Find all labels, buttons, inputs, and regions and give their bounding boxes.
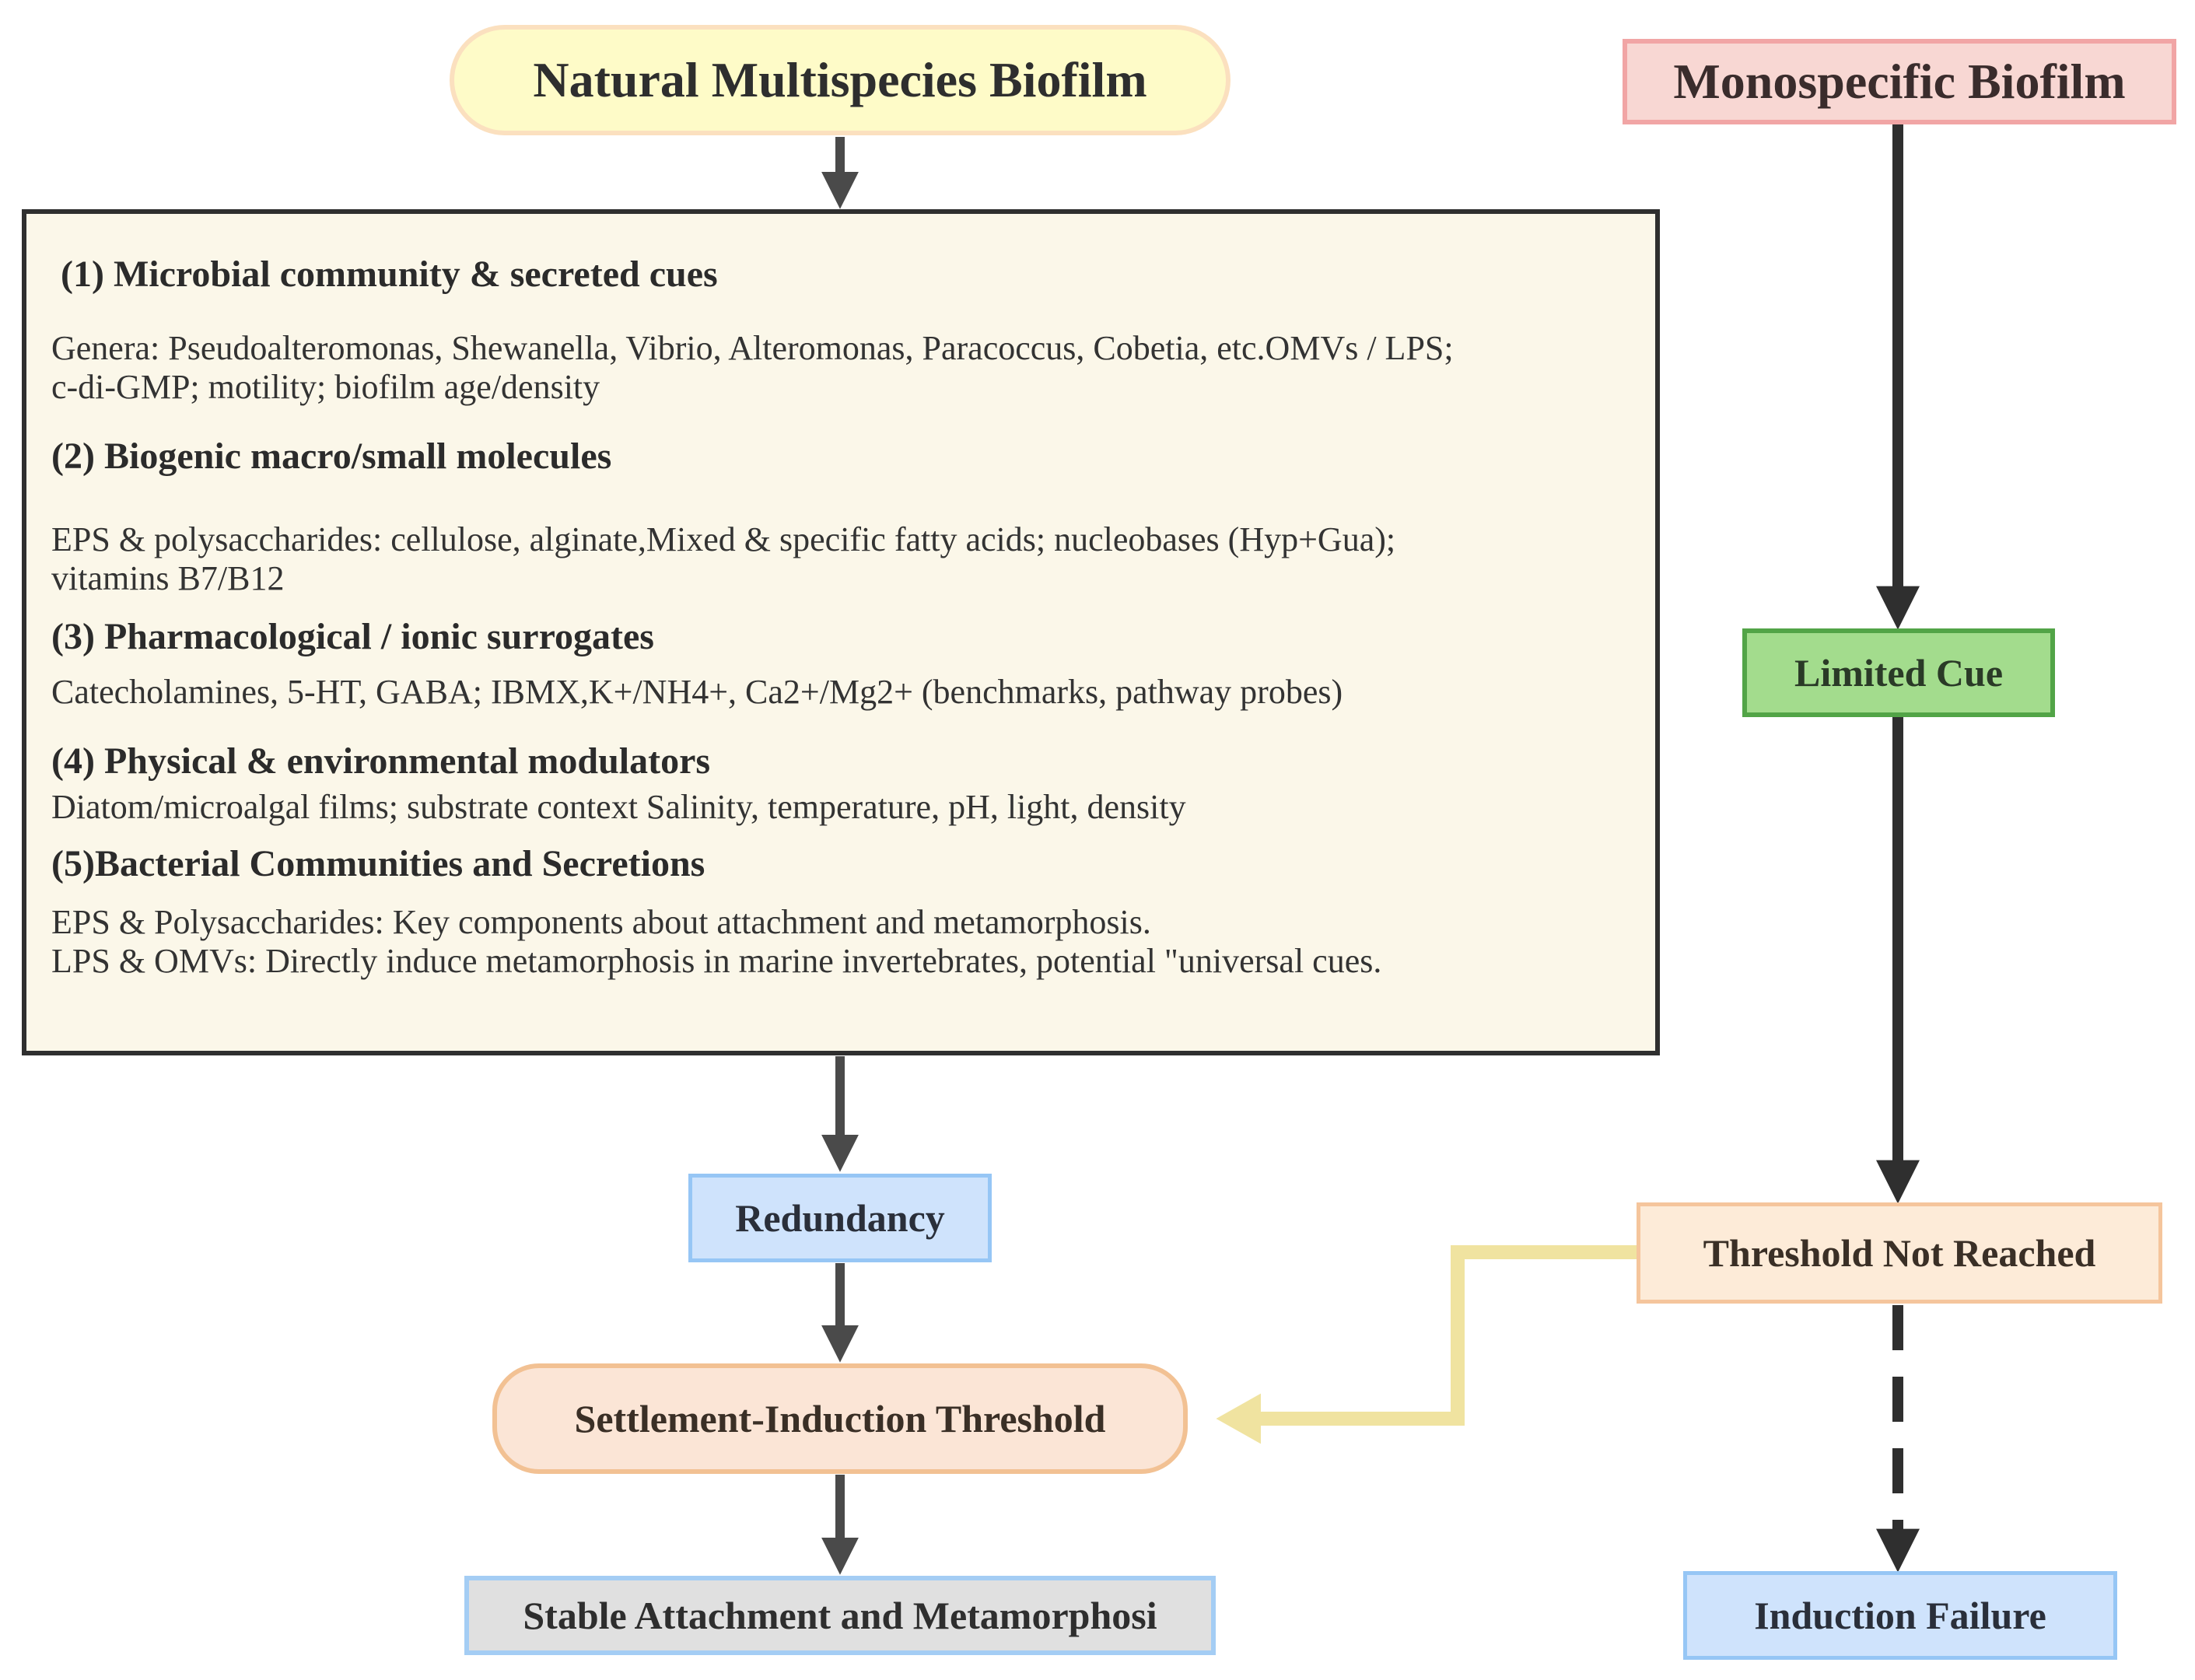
section-3-line-1: Catecholamines, 5-HT, GABA; IBMX,K+/NH4+… xyxy=(51,673,1343,711)
section-3-body: Catecholamines, 5-HT, GABA; IBMX,K+/NH4+… xyxy=(51,673,1343,712)
arrow-threshold-not-to-settlement-feedback xyxy=(1216,1245,1637,1444)
induction-failure-label: Induction Failure xyxy=(1754,1594,2046,1637)
section-5-heading: (5)Bacterial Communities and Secretions xyxy=(51,843,705,884)
threshold-not-reached-label: Threshold Not Reached xyxy=(1703,1231,2096,1275)
stable-attachment-node: Stable Attachment and Metamorphosi xyxy=(464,1576,1216,1655)
section-4-body: Diatom/microalgal films; substrate conte… xyxy=(51,788,1186,827)
limited-cue-label: Limited Cue xyxy=(1794,651,2004,695)
section-2-heading: (2) Biogenic macro/small molecules xyxy=(51,436,612,477)
section-1-heading: (1) Microbial community & secreted cues xyxy=(61,254,718,295)
natural-multispecies-biofilm-node: Natural Multispecies Biofilm xyxy=(450,25,1231,135)
section-2-line-1: EPS & polysaccharides: cellulose, algina… xyxy=(51,520,1396,558)
section-5-line-2: LPS & OMVs: Directly induce metamorphosi… xyxy=(51,942,1382,980)
section-1-line-2: c-di-GMP; motility; biofilm age/density xyxy=(51,368,600,406)
section-1-body: Genera: Pseudoalteromonas, Shewanella, V… xyxy=(51,329,1454,407)
section-3-heading: (3) Pharmacological / ionic surrogates xyxy=(51,616,654,657)
redundancy-label: Redundancy xyxy=(735,1196,945,1240)
cues-panel: (1) Microbial community & secreted cues … xyxy=(22,209,1660,1055)
section-2-line-2: vitamins B7/B12 xyxy=(51,559,285,597)
section-2-body: EPS & polysaccharides: cellulose, algina… xyxy=(51,520,1395,598)
settlement-induction-threshold-label: Settlement-Induction Threshold xyxy=(574,1397,1106,1440)
monospecific-biofilm-label: Monospecific Biofilm xyxy=(1673,54,2126,109)
section-5-body: EPS & Polysaccharides: Key components ab… xyxy=(51,903,1381,981)
monospecific-biofilm-node: Monospecific Biofilm xyxy=(1623,39,2176,124)
threshold-not-reached-node: Threshold Not Reached xyxy=(1637,1202,2162,1304)
limited-cue-node: Limited Cue xyxy=(1742,628,2055,717)
induction-failure-node: Induction Failure xyxy=(1683,1571,2117,1660)
natural-multispecies-biofilm-label: Natural Multispecies Biofilm xyxy=(533,52,1147,107)
section-4-heading: (4) Physical & environmental modulators xyxy=(51,740,711,782)
section-5-line-1: EPS & Polysaccharides: Key components ab… xyxy=(51,903,1151,941)
redundancy-node: Redundancy xyxy=(688,1174,992,1262)
stable-attachment-label: Stable Attachment and Metamorphosi xyxy=(523,1594,1157,1637)
settlement-induction-threshold-node: Settlement-Induction Threshold xyxy=(492,1363,1188,1474)
section-4-line-1: Diatom/microalgal films; substrate conte… xyxy=(51,788,1186,826)
section-1-line-1: Genera: Pseudoalteromonas, Shewanella, V… xyxy=(51,329,1454,367)
